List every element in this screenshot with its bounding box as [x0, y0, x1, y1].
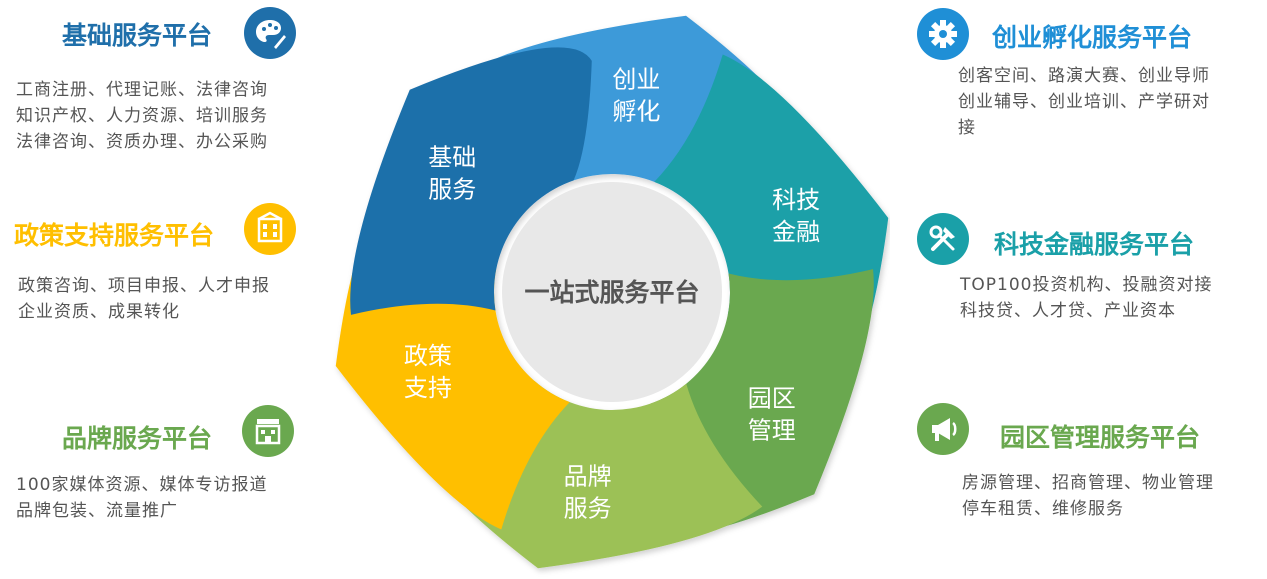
description-line: 科技贷、人才贷、产业资本	[960, 301, 1176, 321]
description-line: 创业辅导、创业培训、产学研对	[958, 92, 1210, 112]
palette-icon	[244, 7, 296, 59]
segment-label: 服务	[564, 495, 612, 523]
gear-icon	[917, 8, 969, 60]
segment-label: 管理	[748, 416, 796, 444]
panel-description: 创客空间、路演大赛、创业导师 创业辅导、创业培训、产学研对 接	[958, 63, 1210, 141]
panel-description: 政策咨询、项目申报、人才申报 企业资质、成果转化	[18, 273, 270, 325]
segment-label: 创业	[612, 65, 660, 93]
description-line: 企业资质、成果转化	[18, 302, 180, 322]
description-line: 停车租赁、维修服务	[962, 499, 1124, 519]
panel-title: 政策支持服务平台	[14, 221, 215, 250]
center-title: 一站式服务平台	[524, 278, 699, 307]
segment-label: 基础	[428, 144, 476, 172]
panel-description: 房源管理、招商管理、物业管理 停车租赁、维修服务	[962, 470, 1214, 522]
panel-title: 品牌服务平台	[62, 424, 213, 453]
segment-label: 服务	[428, 176, 476, 204]
segment-label: 孵化	[612, 97, 660, 125]
panel-description: 100家媒体资源、媒体专访报道 品牌包装、流量推广	[16, 472, 267, 524]
panel-description: TOP100投资机构、投融资对接 科技贷、人才贷、产业资本	[960, 272, 1212, 324]
shop-icon	[242, 405, 294, 457]
panel-description: 工商注册、代理记账、法律咨询 知识产权、人力资源、培训服务 法律咨询、资质办理、…	[16, 77, 268, 155]
description-line: 接	[958, 118, 976, 138]
building-icon	[244, 203, 296, 255]
description-line: 品牌包装、流量推广	[16, 501, 178, 521]
segment-label: 支持	[404, 374, 452, 402]
description-line: 100家媒体资源、媒体专访报道	[16, 475, 268, 495]
panel-title: 创业孵化服务平台	[992, 23, 1193, 52]
segment-basic-services	[350, 47, 592, 315]
center-hub	[502, 182, 722, 402]
description-line: 工商注册、代理记账、法律咨询	[16, 80, 268, 100]
panel-title: 科技金融服务平台	[994, 230, 1195, 259]
description-line: 政策咨询、项目申报、人才申报	[18, 276, 270, 296]
panel-title: 园区管理服务平台	[1000, 423, 1201, 452]
segment-label: 金融	[772, 218, 820, 246]
segment-label: 科技	[772, 186, 820, 214]
description-line: 法律咨询、资质办理、办公采购	[16, 132, 268, 152]
megaphone-icon	[917, 403, 969, 455]
description-line: 房源管理、招商管理、物业管理	[962, 473, 1214, 493]
segment-label: 品牌	[564, 463, 612, 491]
description-line: 创客空间、路演大赛、创业导师	[958, 66, 1210, 86]
description-line: TOP100投资机构、投融资对接	[960, 275, 1213, 295]
description-line: 知识产权、人力资源、培训服务	[16, 106, 268, 126]
segment-label: 政策	[404, 342, 452, 370]
panel-title: 基础服务平台	[62, 21, 213, 50]
tools-icon	[917, 213, 969, 265]
segment-label: 园区	[748, 384, 796, 412]
